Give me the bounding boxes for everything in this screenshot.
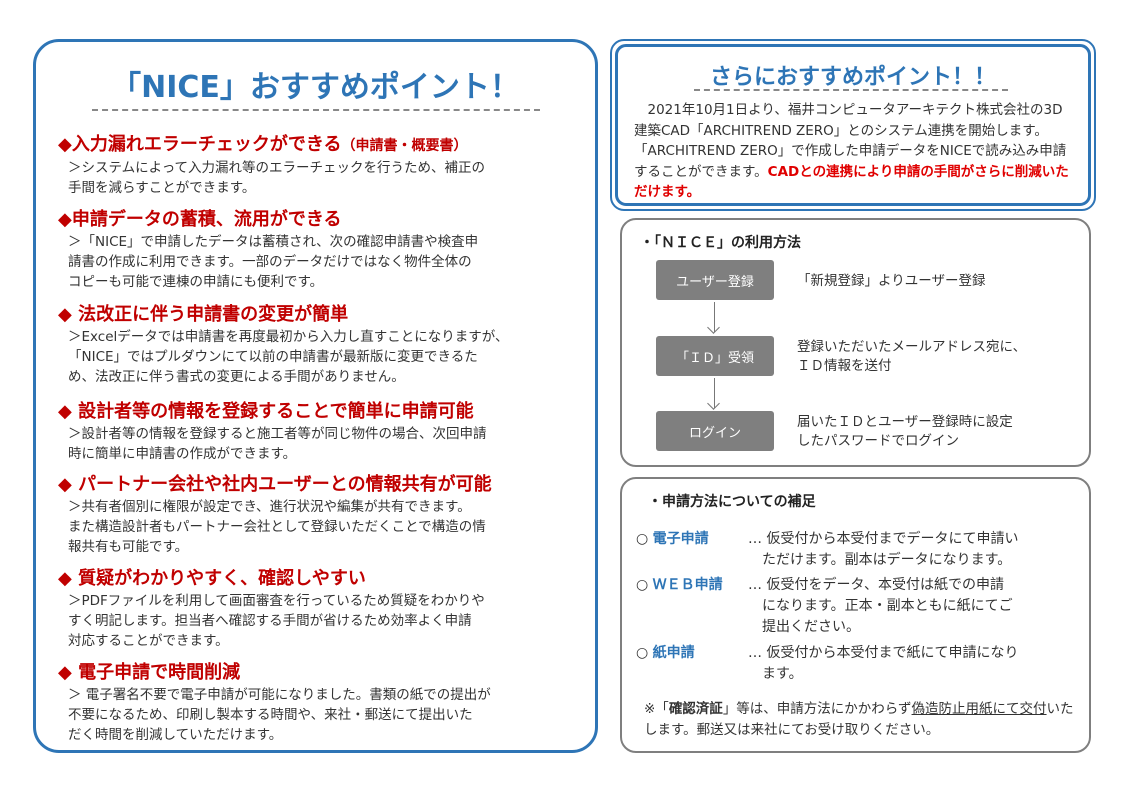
point-heading: ◆入力漏れエラーチェックができる	[58, 134, 342, 155]
point-heading: ◆ パートナー会社や社内ユーザーとの情報共有が可能	[58, 474, 492, 495]
point-heading: ◆ 設計者等の情報を登録することで簡単に申請可能	[58, 401, 474, 422]
point-section: ◆ 法改正に伴う申請書の変更が簡単 ＞Excelデータでは申請書を再度最初から入力…	[58, 303, 575, 387]
note-underline: 偽造防止用紙にて交付	[911, 701, 1047, 717]
point-heading: ◆ 電子申請で時間削減	[58, 662, 241, 683]
usage-panel: ・「ＮＩＣＥ」の利用方法 ユーザー登録 「新規登録」よりユーザー登録 「ＩＤ」受…	[620, 218, 1091, 467]
note-text: ※「確認済証」等は、申請方法にかかわらず偽造防止用紙にて交付いたします。郵送又は…	[644, 699, 1075, 741]
note-prefix: ※「	[644, 701, 669, 717]
highlight-text: CADとの連携により申請の手間がさらに削減いただけます。	[634, 163, 1069, 201]
circle-icon: ○	[636, 577, 649, 593]
step-register: ユーザー登録	[656, 260, 774, 300]
circle-icon: ○	[636, 531, 649, 547]
method-text: … 仮受付から本受付までデータにて申請い ただけます。副本はデータになります。	[748, 531, 1019, 568]
point-heading: ◆ 質疑がわかりやすく、確認しやすい	[58, 568, 366, 589]
step-desc: 届いたＩＤとユーザー登録時に設定 したパスワードでログイン	[797, 414, 1013, 449]
point-heading: ◆申請データの蓄積、流用ができる	[58, 209, 342, 230]
note-bold: 確認済証	[668, 701, 723, 717]
point-section: ◆ 設計者等の情報を登録することで簡単に申請可能 ＞設計者等の情報を登録すると施工…	[58, 400, 575, 464]
point-body: ＞ 電子署名不要で電子申請が可能になりました。書類の紙での提出が 不要になるため…	[68, 687, 491, 743]
point-section: ◆ 電子申請で時間削減 ＞ 電子署名不要で電子申請が可能になりました。書類の紙での…	[58, 661, 575, 745]
arrow-down-icon	[714, 302, 715, 332]
point-heading: ◆ 法改正に伴う申請書の変更が簡単	[58, 304, 349, 325]
circle-icon: ○	[636, 645, 649, 661]
point-section: ◆入力漏れエラーチェックができる（申請書・概要書） ＞システムによって入力漏れ等の…	[58, 133, 575, 198]
nice-points-panel: 「NICE」おすすめポイント！ ◆入力漏れエラーチェックができる（申請書・概要書…	[33, 39, 598, 753]
method-text: … 仮受付から本受付まで紙にて申請になり ます。	[748, 645, 1019, 682]
method-item: ○ ＷＥＢ申請 … 仮受付をデータ、本受付は紙での申請 になります。正本・副本とも…	[636, 575, 1013, 635]
methods-panel: ・申請方法についての補足 ○ 電子申請 … 仮受付から本受付までデータにて申請い …	[620, 477, 1091, 753]
point-heading-note: （申請書・概要書）	[341, 138, 468, 154]
panel-title: さらにおすすめポイント！！	[709, 65, 996, 90]
arrow-down-icon	[714, 378, 715, 408]
point-section: ◆ 質疑がわかりやすく、確認しやすい ＞PDFファイルを利用して画面審査を行ってい…	[58, 567, 575, 651]
title-divider	[92, 109, 540, 111]
step-desc: 「新規登録」よりユーザー登録	[797, 273, 986, 289]
method-label: 紙申請	[652, 645, 695, 661]
step-receive-id: 「ＩＤ」受領	[656, 336, 774, 376]
method-text: … 仮受付をデータ、本受付は紙での申請 になります。正本・副本ともに紙にてご 提…	[748, 577, 1013, 635]
point-body: ＞Excelデータでは申請書を再度最初から入力し直すことになりますが、 「NIC…	[68, 329, 509, 385]
note-suffix: いたします。郵送又は来社にてお受け取りください。	[644, 701, 1074, 738]
more-points-panel: さらにおすすめポイント！！ 2021年10月1日より、福井コンピュータアーキテク…	[610, 39, 1096, 211]
title-divider	[694, 89, 1008, 91]
body-text: 2021年10月1日より、福井コンピュータアーキテクト株式会社の3D建築CAD「…	[634, 102, 1067, 180]
panel-body: 2021年10月1日より、福井コンピュータアーキテクト株式会社の3D建築CAD「…	[634, 100, 1074, 203]
method-label: ＷＥＢ申請	[652, 577, 723, 593]
method-item: ○ 電子申請 … 仮受付から本受付までデータにて申請い ただけます。副本はデータに…	[636, 529, 1018, 568]
methods-title: ・申請方法についての補足	[648, 494, 816, 510]
point-section: ◆ パートナー会社や社内ユーザーとの情報共有が可能 ＞共有者個別に権限が設定でき、…	[58, 473, 575, 557]
point-body: ＞共有者個別に権限が設定でき、進行状況や編集が共有できます。 また構造設計者もパ…	[68, 499, 486, 555]
note-mid: 」等は、申請方法にかかわらず	[722, 701, 912, 717]
usage-title: ・「ＮＩＣＥ」の利用方法	[640, 235, 801, 251]
step-desc: 登録いただいたメールアドレス宛に、 ＩＤ情報を送付	[797, 339, 1027, 374]
point-body: ＞設計者等の情報を登録すると施工者等が同じ物件の場合、次回申請 時に簡単に申請書…	[68, 426, 487, 462]
method-item: ○ 紙申請 … 仮受付から本受付まで紙にて申請になり ます。	[636, 643, 1018, 682]
page-title: 「NICE」おすすめポイント！	[111, 70, 520, 105]
step-login: ログイン	[656, 411, 774, 451]
point-body: ＞PDFファイルを利用して画面審査を行っているため質疑をわかりや すく明記します…	[68, 593, 485, 649]
point-body: ＞システムによって入力漏れ等のエラーチェックを行うため、補正の 手間を減らすこと…	[68, 160, 486, 196]
point-section: ◆申請データの蓄積、流用ができる ＞「NICE」で申請したデータは蓄積され、次の確…	[58, 208, 575, 292]
method-label: 電子申請	[652, 531, 709, 547]
point-body: ＞「NICE」で申請したデータは蓄積され、次の確認申請書や検査申 請書の作成に利…	[68, 234, 479, 290]
